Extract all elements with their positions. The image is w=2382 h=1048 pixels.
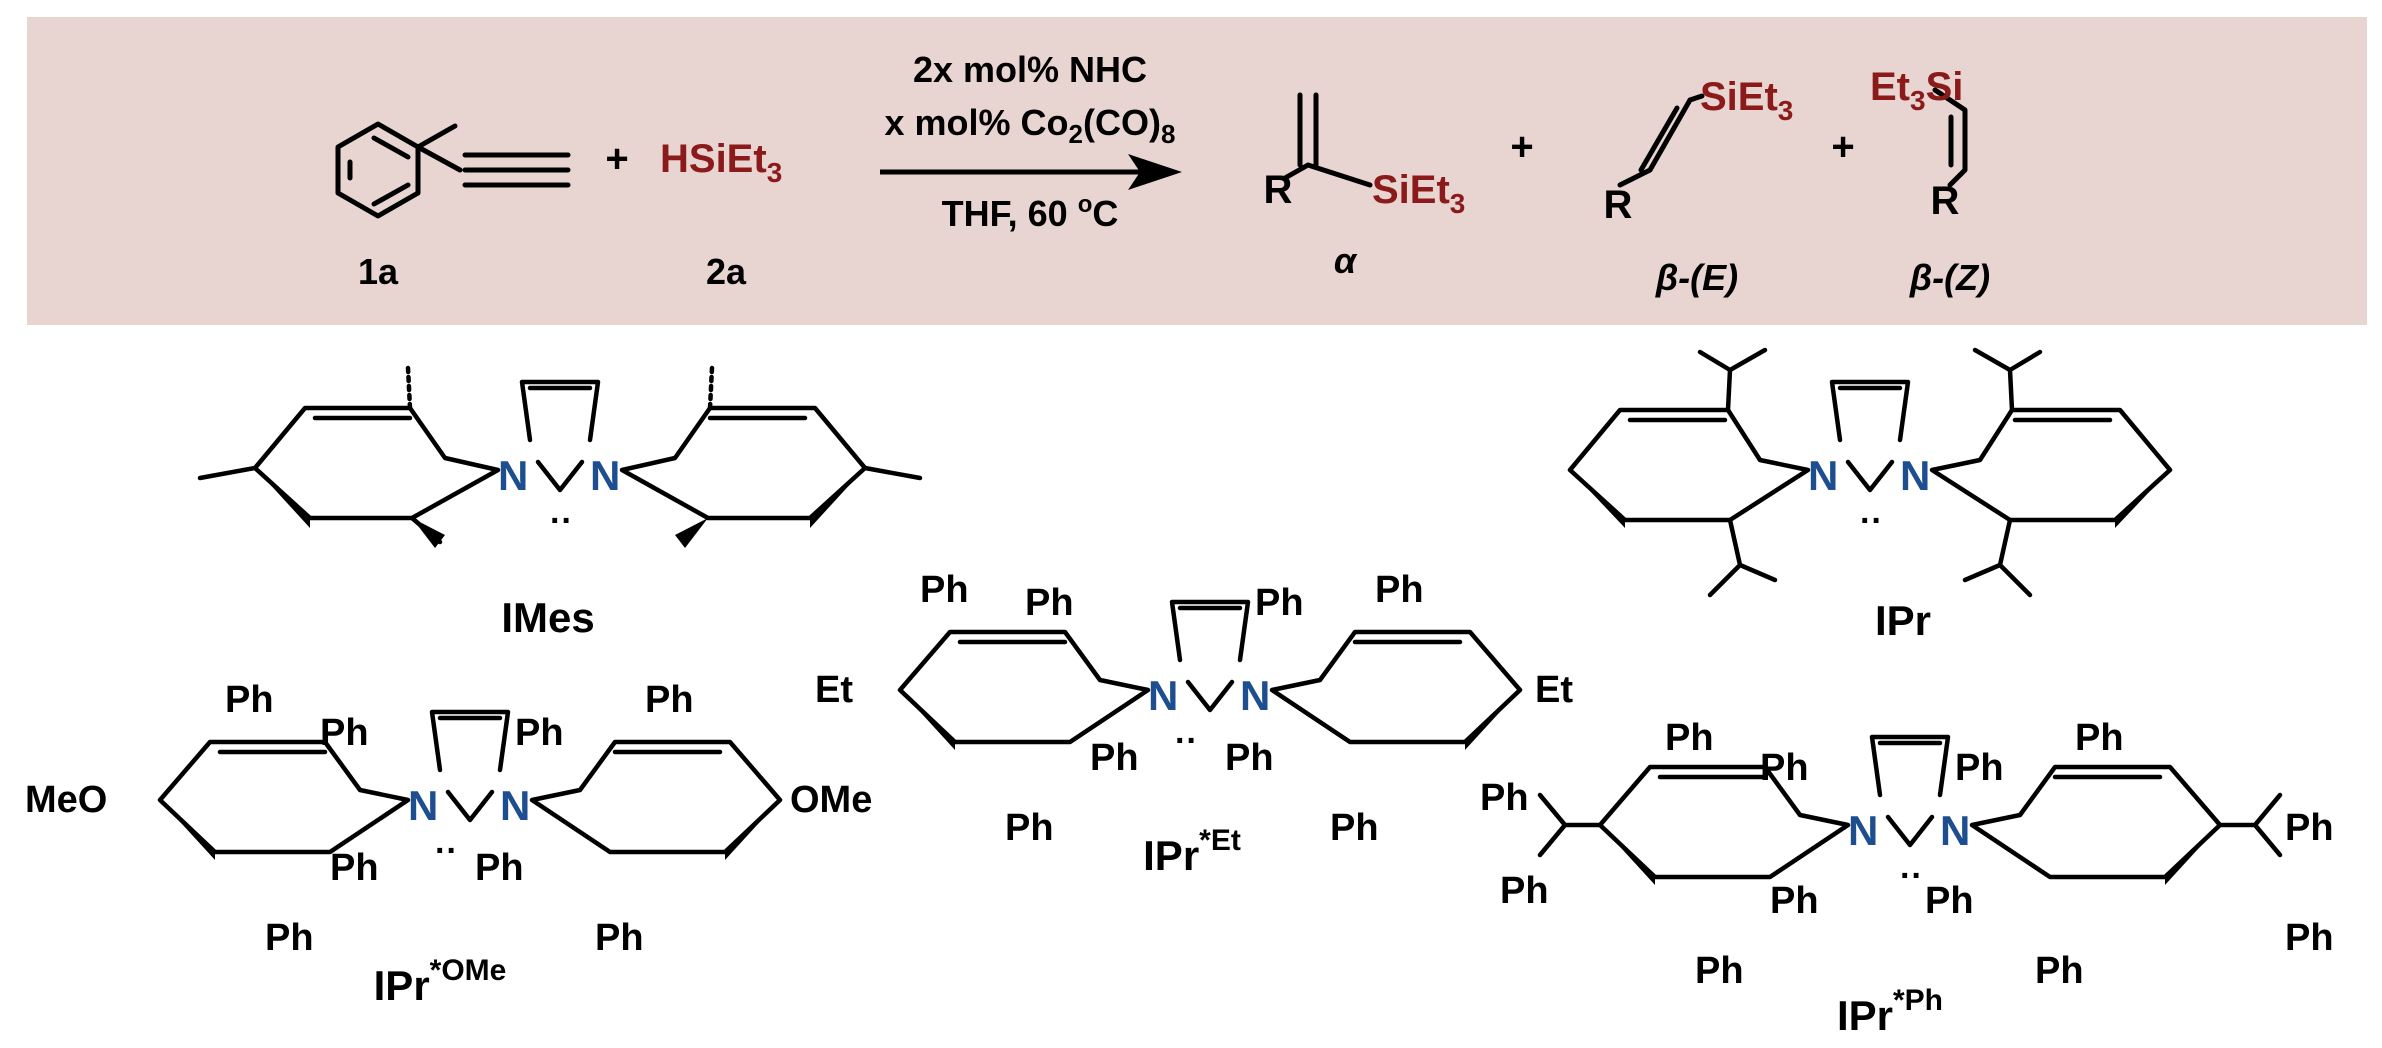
ipr-star-et-label: IPr*Et [1143,824,1241,879]
beta-z-label: β-(Z) [1909,257,1990,298]
ipr-star-ome-label: IPr*OMe [374,954,507,1009]
et-substituent: Et [1535,669,1573,711]
ipr-structure: N N ·· [1567,347,2173,598]
et-substituent: Et [815,669,853,711]
ph-label: Ph [645,679,694,721]
n-label: N [500,782,530,829]
carbene-lone-pair: ·· [1175,722,1198,760]
conditions-line2: x mol% Co2(CO)8 [885,102,1176,149]
ph-label: Ph [1005,807,1054,849]
alpha-r-label: R [1264,168,1293,212]
n-label: N [1848,807,1878,854]
ipr-star-ome-structure: N N ·· MeO Ph Ph Ph Ph OMe Ph Ph Ph Ph [25,679,872,959]
ipr-star-ph-label: IPr*Ph [1837,984,1943,1039]
ph-label: Ph [1695,950,1744,992]
ph-label: Ph [515,712,564,754]
n-label: N [1240,672,1270,719]
ph-label: Ph [1665,717,1714,759]
ph-label: Ph [2285,807,2334,849]
ome-substituent: MeO [25,779,107,821]
ipr-label: IPr [1875,597,1931,644]
beta-e-label: β-(E) [1655,257,1738,298]
n-label: N [1808,452,1838,499]
ph-label: Ph [1770,880,1819,922]
carbene-lone-pair: ·· [435,832,458,870]
reaction-arrowhead [1128,154,1182,190]
ph-label: Ph [1375,569,1424,611]
plus-sign-1: + [605,137,628,181]
ph-label: Ph [1955,747,2004,789]
ph-label: Ph [2285,917,2334,959]
n-label: N [408,782,438,829]
ph-label: Ph [475,847,524,889]
beta-z-r-label: R [1931,179,1960,223]
imes-structure: N N ·· [197,365,923,548]
ph-label: Ph [1760,747,1809,789]
ph-label: Ph [1225,737,1274,779]
alpha-label: α [1334,240,1358,281]
ph-label: Ph [2035,950,2084,992]
n-label: N [590,452,620,499]
beta-e-r-label: R [1604,183,1633,227]
reactant2-label: 2a [706,251,747,292]
carbene-lone-pair: ·· [1860,502,1883,540]
imes-label: IMes [501,594,594,641]
ph-label: Ph [330,847,379,889]
ph-label: Ph [265,917,314,959]
ome-substituent: OMe [790,779,872,821]
ph-label: Ph [1480,777,1529,819]
plus-sign-2: + [1510,125,1533,169]
n-label: N [498,452,528,499]
ph-label: Ph [1500,870,1549,912]
ph-label: Ph [320,712,369,754]
carbene-lone-pair: ·· [1900,857,1923,895]
reactant2-formula: HSiEt3 [660,137,782,188]
carbene-lone-pair: ·· [550,502,573,540]
ph-label: Ph [2075,717,2124,759]
plus-sign-3: + [1831,125,1854,169]
ipr-star-ph-structure: N N ·· Ph Ph Ph Ph Ph Ph Ph Ph Ph Ph Ph … [1480,717,2334,992]
ipr-star-et-structure: N N ·· Et Ph Ph Ph Ph Et Ph Ph Ph Ph [815,569,1573,849]
reactant1-label: 1a [358,251,399,292]
n-label: N [1940,807,1970,854]
n-label: N [1900,452,1930,499]
conditions-line1: 2x mol% NHC [913,49,1147,90]
ph-label: Ph [225,679,274,721]
ph-label: Ph [1025,582,1074,624]
ph-label: Ph [920,569,969,611]
ph-label: Ph [1090,737,1139,779]
phenylacetylene-structure [335,121,571,219]
ph-label: Ph [1925,880,1974,922]
ph-label: Ph [1255,582,1304,624]
ph-label: Ph [595,917,644,959]
conditions-line3: THF, 60 oC [942,191,1119,234]
ph-label: Ph [1330,807,1379,849]
n-label: N [1148,672,1178,719]
